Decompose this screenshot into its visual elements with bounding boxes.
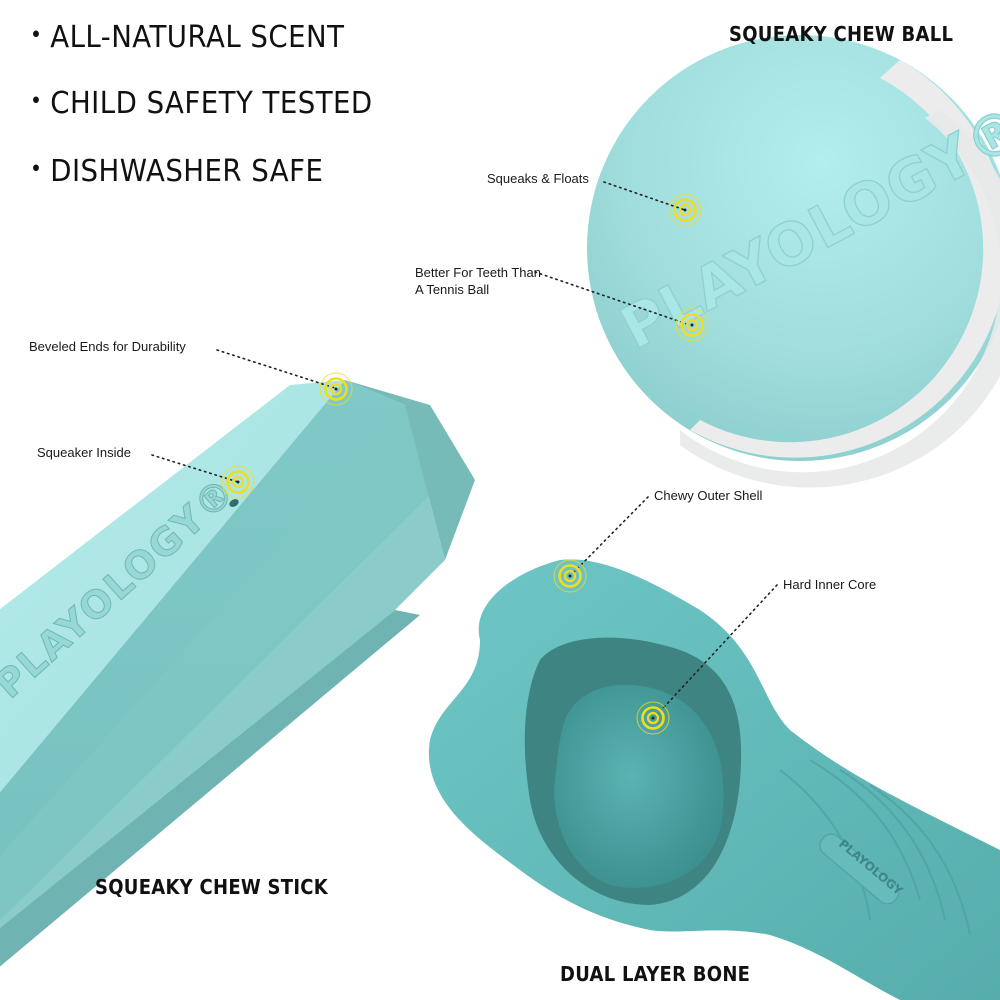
callout-line: Better For Teeth Than (415, 265, 541, 280)
chew-stick: PLAYOLOGY® (0, 380, 475, 967)
marker-hard-inner-core (635, 700, 671, 736)
callout-line: A Tennis Ball (415, 282, 490, 297)
marker-squeaks-floats (667, 192, 703, 228)
marker-better-for-teeth (674, 307, 710, 343)
ball-title: SQUEAKY CHEW BALL (729, 22, 954, 46)
bullet-icon: • (30, 23, 43, 48)
dual-layer-bone: PLAYOLOGY (428, 559, 1000, 1000)
bone-title: DUAL LAYER BONE (560, 962, 751, 986)
feature-label: CHILD SAFETY TESTED (50, 86, 373, 121)
callout-squeaker-inside: Squeaker Inside (37, 445, 131, 460)
callout-beveled-ends: Beveled Ends for Durability (29, 339, 186, 354)
stick-title: SQUEAKY CHEW STICK (95, 875, 329, 899)
bullet-icon: • (30, 157, 43, 182)
callout-hard-inner-core: Hard Inner Core (783, 577, 877, 592)
marker-beveled-ends (318, 371, 354, 407)
marker-chewy-outer-shell (552, 558, 588, 594)
callout-leaders (151, 181, 778, 719)
callout-better-for-teeth: Better For Teeth Than A Tennis Ball (415, 264, 541, 298)
bullet-icon: • (30, 89, 43, 114)
chew-ball: PLAYOLOGY® (587, 35, 1000, 488)
feature-label: DISHWASHER SAFE (50, 154, 324, 189)
marker-squeaker-inside (220, 464, 256, 500)
callout-squeaks-floats: Squeaks & Floats (487, 171, 589, 186)
feature-item: • ALL-NATURAL SCENT (30, 20, 344, 55)
feature-item: • DISHWASHER SAFE (30, 154, 323, 189)
feature-label: ALL-NATURAL SCENT (50, 20, 345, 55)
feature-item: • CHILD SAFETY TESTED (30, 86, 373, 121)
callout-chewy-outer-shell: Chewy Outer Shell (654, 488, 763, 503)
